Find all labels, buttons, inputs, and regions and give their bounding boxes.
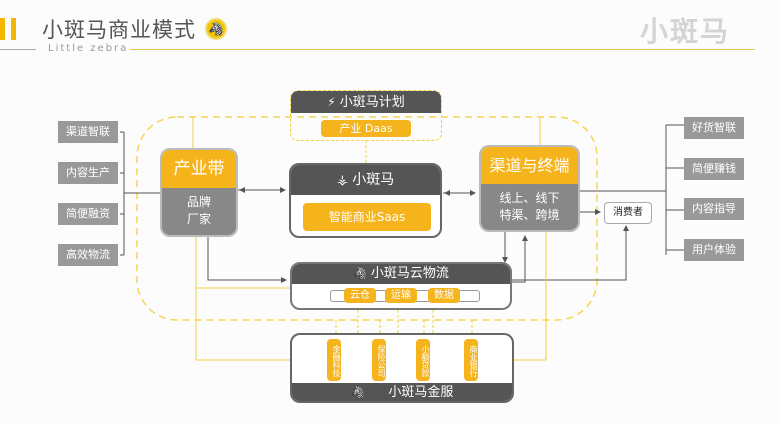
core-title: 小斑马 <box>352 172 395 188</box>
dashed-region <box>136 116 598 321</box>
left-tag: 高效物流 <box>58 244 118 266</box>
logistics-item: 云仓 <box>344 288 376 303</box>
plan-title: 小斑马计划 <box>339 95 405 110</box>
core-item: 智能商业Saas <box>303 203 431 231</box>
right-tag: 好货智联 <box>684 117 744 139</box>
industry-belt-line: 品牌 <box>186 195 211 209</box>
page-title: 小斑马商业模式 <box>42 18 196 42</box>
industry-belt-line: 厂家 <box>186 212 211 226</box>
finance-item: 金融科技 <box>327 339 341 381</box>
finance-box: 金融科技 保险公司 小额贷款 商业银行 🦓 小斑马金服 <box>290 333 514 403</box>
page-subtitle: Little zebra <box>48 43 129 54</box>
right-tag: 简便赚钱 <box>684 158 744 180</box>
zebra-logo-icon: 🦓 <box>205 18 227 40</box>
logistics-box: 🦓 小斑马云物流 云仓 运输 数据 <box>290 262 512 310</box>
channel-line: 线上、线下 <box>499 191 560 205</box>
zebra-tail-icon: ⚶ <box>336 173 348 188</box>
left-tag: 简便融资 <box>58 203 118 225</box>
finance-item: 小额贷款 <box>416 339 430 381</box>
finance-item: 保险公司 <box>372 339 386 381</box>
industry-belt-box: 产业带 品牌 厂家 <box>160 148 238 237</box>
plan-item: 产业 Daas <box>321 120 411 137</box>
accent-bar <box>11 18 16 40</box>
brand-watermark: 小斑马 <box>640 15 731 48</box>
industry-belt-title: 产业带 <box>162 150 236 188</box>
finance-title: 小斑马金服 <box>388 385 454 400</box>
right-tag: 内容指导 <box>684 198 744 220</box>
plan-logo-icon: ⚡ <box>327 95 336 109</box>
finance-item: 商业银行 <box>464 339 478 381</box>
accent-bar <box>0 18 5 40</box>
channel-box: 渠道与终端 线上、线下 特渠、跨境 <box>479 145 580 232</box>
divider <box>0 49 36 50</box>
channel-line: 特渠、跨境 <box>499 208 560 222</box>
channel-title: 渠道与终端 <box>481 147 578 184</box>
logistics-title: 小斑马云物流 <box>370 266 449 281</box>
logistics-item: 数据 <box>428 288 460 303</box>
left-tag: 渠道智联 <box>58 121 118 143</box>
logistics-item: 运输 <box>385 288 417 303</box>
zebra-icon: 🦓 <box>353 267 367 280</box>
plan-box: ⚡ 小斑马计划 产业 Daas <box>290 90 442 141</box>
consumer-box: 消费者 <box>604 202 652 224</box>
zebra-head-icon: 🦓 <box>350 386 365 399</box>
right-tag: 用户体验 <box>684 239 744 261</box>
core-box: ⚶ 小斑马 智能商业Saas <box>289 163 442 238</box>
left-tag: 内容生产 <box>58 162 118 184</box>
divider <box>130 49 755 50</box>
